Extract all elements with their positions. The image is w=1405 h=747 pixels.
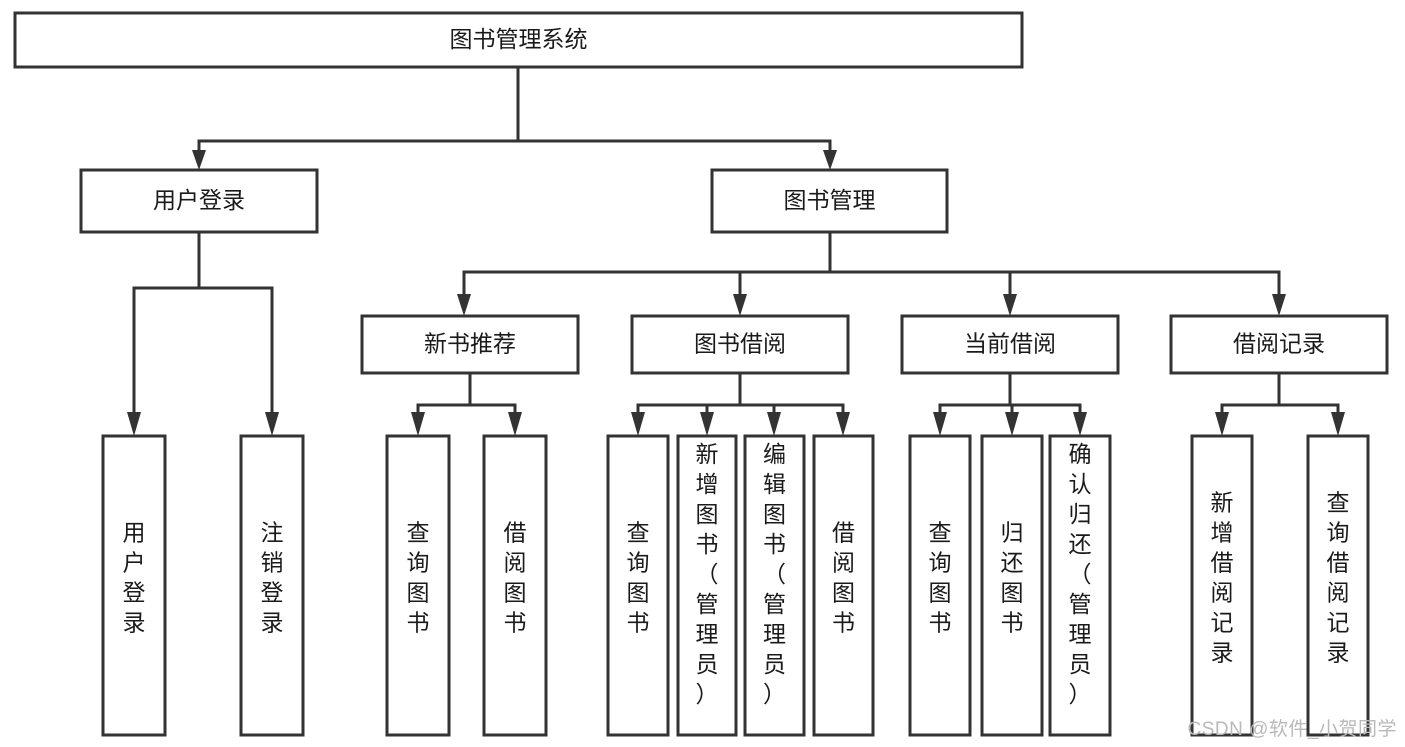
node-leaf-user-login[interactable]: 用户登录 [101, 434, 167, 737]
arrow-head-leaf-query-book-2 [631, 412, 645, 436]
node-box-leaf-borrow-book-1[interactable] [482, 434, 548, 737]
arrow-head-new-book-recommend [457, 294, 471, 316]
node-leaf-query-book-1[interactable]: 查询图书 [385, 434, 451, 737]
node-leaf-logout[interactable]: 注销登录 [239, 434, 305, 737]
node-label-leaf-edit-book-admin: 编辑图书（管理员） [763, 441, 786, 707]
node-book-management[interactable]: 图书管理 [710, 168, 949, 234]
node-label-leaf-add-borrow-record: 新增借阅记录 [1211, 490, 1234, 666]
node-leaf-query-book-3[interactable]: 查询图书 [908, 434, 972, 737]
node-label-leaf-query-book-2: 查询图书 [627, 520, 650, 636]
node-new-book-recommend[interactable]: 新书推荐 [360, 314, 580, 375]
node-box-leaf-edit-book-admin[interactable] [743, 434, 806, 737]
node-box-root[interactable] [13, 11, 1024, 69]
node-box-leaf-borrow-book-2[interactable] [812, 434, 875, 737]
arrow-head-leaf-borrow-book-1 [508, 412, 522, 436]
node-label-leaf-confirm-return-admin: 确认归还（管理员） [1069, 441, 1092, 707]
node-leaf-query-borrow-record[interactable]: 查询借阅记录 [1306, 434, 1370, 737]
node-label-current-borrow: 当前借阅 [964, 331, 1056, 357]
node-label-leaf-query-book-3: 查询图书 [929, 520, 952, 636]
node-label-root: 图书管理系统 [450, 26, 588, 52]
node-label-leaf-borrow-book-2: 借阅图书 [832, 520, 855, 636]
node-label-leaf-user-login: 用户登录 [123, 520, 146, 636]
node-box-leaf-return-book[interactable] [980, 434, 1044, 737]
node-label-leaf-borrow-book-1: 借阅图书 [504, 520, 527, 636]
node-label-leaf-query-borrow-record: 查询借阅记录 [1327, 490, 1350, 666]
node-label-new-book-recommend: 新书推荐 [424, 331, 516, 357]
arrow-head-leaf-edit-book-admin [767, 412, 781, 436]
node-borrow-record[interactable]: 借阅记录 [1169, 314, 1389, 375]
connectors-layer [127, 65, 1345, 436]
arrow-head-book-borrow [733, 294, 747, 316]
node-leaf-query-book-2[interactable]: 查询图书 [606, 434, 670, 737]
node-label-leaf-query-book-1: 查询图书 [407, 520, 430, 636]
node-user-login[interactable]: 用户登录 [79, 168, 319, 234]
node-leaf-borrow-book-2[interactable]: 借阅图书 [812, 434, 875, 737]
node-box-leaf-query-book-2[interactable] [606, 434, 670, 737]
node-current-borrow[interactable]: 当前借阅 [900, 314, 1120, 375]
node-box-borrow-record[interactable] [1169, 314, 1389, 375]
node-box-leaf-add-book-admin[interactable] [676, 434, 738, 737]
node-label-leaf-add-book-admin: 新增图书（管理员） [696, 441, 719, 707]
node-label-book-management: 图书管理 [784, 187, 876, 213]
node-box-leaf-query-book-3[interactable] [908, 434, 972, 737]
arrow-head-user-login [192, 150, 206, 170]
node-box-leaf-logout[interactable] [239, 434, 305, 737]
arrow-head-current-borrow [1003, 294, 1017, 316]
node-leaf-add-borrow-record[interactable]: 新增借阅记录 [1190, 434, 1254, 737]
node-box-book-management[interactable] [710, 168, 949, 234]
arrow-head-book-management [823, 150, 837, 170]
arrow-head-leaf-logout [265, 412, 279, 436]
node-box-book-borrow[interactable] [630, 314, 850, 375]
node-label-user-login: 用户登录 [153, 187, 245, 213]
arrow-head-leaf-return-book [1005, 412, 1019, 436]
node-label-leaf-return-book: 归还图书 [1001, 520, 1024, 636]
node-box-leaf-add-borrow-record[interactable] [1190, 434, 1254, 737]
node-box-leaf-user-login[interactable] [101, 434, 167, 737]
node-label-borrow-record: 借阅记录 [1233, 331, 1325, 357]
node-label-book-borrow: 图书借阅 [694, 331, 786, 357]
arrow-head-leaf-add-book-admin [700, 412, 714, 436]
node-root[interactable]: 图书管理系统 [13, 11, 1024, 69]
node-box-leaf-query-book-1[interactable] [385, 434, 451, 737]
node-label-leaf-logout: 注销登录 [261, 520, 284, 636]
node-box-current-borrow[interactable] [900, 314, 1120, 375]
arrow-head-leaf-user-login [127, 412, 141, 436]
csdn-watermark: CSDN @软件_小贺同学 [1187, 719, 1397, 740]
nodes-layer: 图书管理系统用户登录图书管理新书推荐图书借阅当前借阅借阅记录用户登录注销登录查询… [13, 11, 1389, 737]
arrow-head-leaf-add-borrow-record [1215, 412, 1229, 436]
node-box-leaf-query-borrow-record[interactable] [1306, 434, 1370, 737]
arrow-head-leaf-query-borrow-record [1331, 412, 1345, 436]
arrow-head-leaf-borrow-book-2 [836, 412, 850, 436]
arrow-head-leaf-confirm-return-admin [1073, 412, 1087, 436]
node-box-new-book-recommend[interactable] [360, 314, 580, 375]
arrow-head-leaf-query-book-3 [933, 412, 947, 436]
node-box-user-login[interactable] [79, 168, 319, 234]
arrow-head-borrow-record [1272, 294, 1286, 316]
arrow-head-leaf-query-book-1 [411, 412, 425, 436]
node-leaf-confirm-return-admin[interactable]: 确认归还（管理员） [1048, 434, 1112, 737]
node-leaf-borrow-book-1[interactable]: 借阅图书 [482, 434, 548, 737]
node-box-leaf-confirm-return-admin[interactable] [1048, 434, 1112, 737]
node-leaf-return-book[interactable]: 归还图书 [980, 434, 1044, 737]
node-book-borrow[interactable]: 图书借阅 [630, 314, 850, 375]
node-leaf-edit-book-admin[interactable]: 编辑图书（管理员） [743, 434, 806, 737]
node-leaf-add-book-admin[interactable]: 新增图书（管理员） [676, 434, 738, 737]
